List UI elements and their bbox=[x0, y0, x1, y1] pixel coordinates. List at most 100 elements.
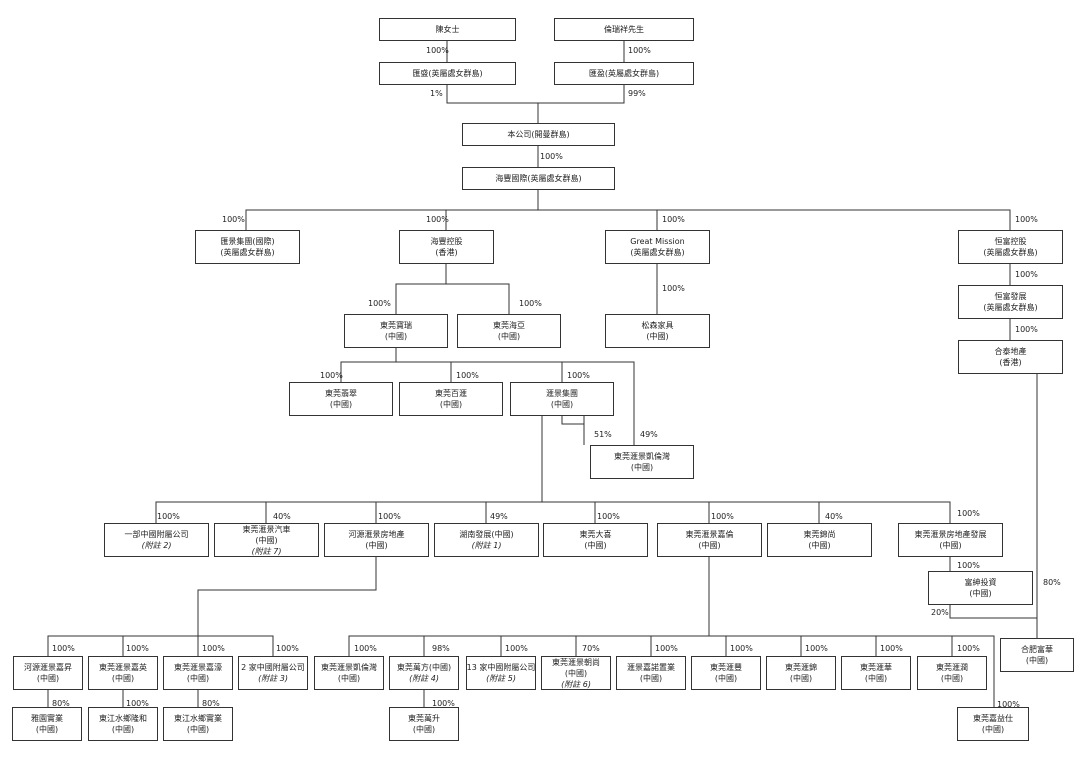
entity-line: (附註 1) bbox=[471, 541, 502, 550]
entity-box-yayuan: 雅園實業(中國) bbox=[12, 707, 82, 741]
entity-box-dg-huirun: 東莞滙潤(中國) bbox=[917, 656, 987, 690]
entity-line: 滙景集團 bbox=[546, 389, 578, 398]
ownership-label: 100% bbox=[880, 644, 903, 653]
entity-line: 東莞滙錦 bbox=[785, 663, 817, 672]
entity-line: 東莞滙景朝尚 bbox=[552, 657, 600, 667]
entity-line: 東莞滙景凱倫灣 bbox=[321, 663, 377, 672]
entity-line: (英屬處女群島) bbox=[983, 303, 1038, 312]
entity-box-dg-jialun: 東莞滙景嘉倫(中國) bbox=[657, 523, 762, 557]
entity-box-dg-huifeng: 東莞滙豐 (中國) bbox=[691, 656, 761, 690]
entity-box-dg-kailunwan2: 東莞滙景凱倫灣(中國) bbox=[314, 656, 384, 690]
ownership-label: 100% bbox=[957, 561, 980, 570]
ownership-label: 100% bbox=[957, 509, 980, 518]
entity-line: (英屬處女群島) bbox=[220, 248, 275, 257]
ownership-label: 100% bbox=[505, 644, 528, 653]
entity-line: 合泰地產 bbox=[994, 347, 1027, 356]
entity-box-heyuan-re: 河源滙景房地產(中國) bbox=[324, 523, 429, 557]
entity-line: (中國) bbox=[186, 674, 210, 683]
ownership-label: 100% bbox=[567, 371, 590, 380]
entity-line: (中國) bbox=[981, 725, 1005, 734]
connector-line bbox=[952, 635, 995, 707]
entity-line: 東莞海亞 bbox=[493, 321, 525, 330]
ownership-label: 100% bbox=[456, 371, 479, 380]
entity-line: (香港) bbox=[999, 358, 1022, 367]
entity-box-dg-baihui: 東莞百滙(中國) bbox=[399, 382, 503, 416]
ownership-label: 100% bbox=[368, 299, 391, 308]
entity-box-huijing-jianuo: 滙景嘉諾置業(中國) bbox=[616, 656, 686, 690]
entity-line: 東莞大喜 bbox=[579, 530, 612, 539]
entity-line: (中國) bbox=[864, 674, 888, 683]
connector-line bbox=[47, 635, 274, 656]
entity-line: 匯景集團(國際) bbox=[220, 237, 275, 246]
entity-box-dg-kailun-wan: 東莞滙景凱倫灣(中國) bbox=[590, 445, 694, 479]
entity-line: 滙景嘉諾置業 bbox=[627, 663, 675, 672]
entity-line: (中國) bbox=[412, 725, 436, 734]
ownership-label: 100% bbox=[628, 46, 651, 55]
entity-line: 13 家中國附屬公司 bbox=[466, 663, 536, 672]
entity-line: 東莞萬升 bbox=[408, 714, 440, 723]
entity-box-huijing-group-intl: 匯景集團(國際) (英屬處女群島) bbox=[195, 230, 300, 264]
entity-line: (中國) bbox=[329, 400, 353, 409]
entity-line: 河源滙景嘉昇 bbox=[24, 663, 72, 672]
entity-line: (中國) bbox=[186, 725, 210, 734]
ownership-label: 80% bbox=[202, 699, 220, 708]
entity-box-hefei: 合肥富華(中國) bbox=[1000, 638, 1074, 672]
entity-line: 東莞萬方(中國) bbox=[396, 663, 452, 672]
entity-box-great-mission: Great Mission(英屬處女群島) bbox=[605, 230, 710, 264]
entity-line: 東莞滙豐 bbox=[710, 663, 742, 672]
ownership-label: 100% bbox=[354, 644, 377, 653]
entity-line: 東江水鄉實業 bbox=[174, 714, 222, 723]
entity-box-dg-jiayishi: 東莞嘉益仕(中國) bbox=[957, 707, 1029, 741]
ownership-label: 100% bbox=[957, 644, 980, 653]
entity-line: (中國) bbox=[564, 668, 588, 678]
entity-line: 富紳投資 bbox=[964, 578, 997, 587]
entity-line: 本公司(開曼群島) bbox=[507, 130, 570, 139]
ownership-label: 100% bbox=[202, 644, 225, 653]
ownership-label: 100% bbox=[597, 512, 620, 521]
entity-line: 倫瑞祥先生 bbox=[604, 25, 644, 34]
ownership-label: 100% bbox=[1015, 215, 1038, 224]
entity-box-songsen: 松森家具 (中國) bbox=[605, 314, 710, 348]
entity-line: (中國) bbox=[497, 332, 521, 341]
entity-box-two-subs: 2 家中國附屬公司(附註 3) bbox=[238, 656, 308, 690]
ownership-label: 100% bbox=[805, 644, 828, 653]
ownership-label: 51% bbox=[594, 430, 612, 439]
ownership-label: 80% bbox=[52, 699, 70, 708]
ownership-label: 98% bbox=[432, 644, 450, 653]
entity-line: 東莞翡翠 bbox=[325, 389, 357, 398]
ownership-label: 100% bbox=[662, 215, 685, 224]
entity-line: 東莞滙景嘉倫 bbox=[685, 530, 734, 539]
entity-box-dg-daxi: 東莞大喜 (中國) bbox=[543, 523, 648, 557]
entity-line: (附註 6) bbox=[561, 679, 591, 689]
ownership-label: 100% bbox=[655, 644, 678, 653]
entity-line: 松森家具 bbox=[641, 321, 674, 330]
entity-line: (中國) bbox=[646, 332, 669, 341]
entity-line: Great Mission bbox=[630, 237, 685, 246]
entity-line: (中國) bbox=[584, 541, 607, 550]
entity-box-huijing-group: 滙景集團(中國) bbox=[510, 382, 614, 416]
ownership-label: 100% bbox=[662, 284, 685, 293]
connector-line bbox=[949, 605, 1037, 619]
ownership-label: 1% bbox=[430, 89, 443, 98]
entity-box-dg-jiaying: 東莞滙景嘉英(中國) bbox=[88, 656, 158, 690]
entity-line: (中國) bbox=[939, 541, 962, 550]
ownership-label: 49% bbox=[490, 512, 508, 521]
entity-box-sub-one: 一部中國附屬公司(附註 2) bbox=[104, 523, 209, 557]
ownership-label: 100% bbox=[1015, 325, 1038, 334]
entity-line: 海豐國際(英屬處女群島) bbox=[495, 174, 582, 183]
entity-box-haifeng-holdings: 海豐控股(香港) bbox=[399, 230, 494, 264]
entity-box-dg-auto: 東莞滙景汽車(中國)(附註 7) bbox=[214, 523, 319, 557]
entity-box-hunan: 湖南發展(中國)(附註 1) bbox=[434, 523, 539, 557]
ownership-label: 100% bbox=[222, 215, 245, 224]
entity-line: (中國) bbox=[630, 463, 654, 472]
entity-line: (中國) bbox=[714, 674, 738, 683]
entity-line: 2 家中國附屬公司 bbox=[241, 663, 305, 672]
entity-line: (中國) bbox=[969, 589, 992, 598]
entity-line: 雅園實業 bbox=[31, 714, 63, 723]
entity-box-huisheng: 匯盛(英屬處女群島) bbox=[379, 62, 516, 85]
entity-box-dg-huijing: 東莞滙錦(中國) bbox=[766, 656, 836, 690]
entity-box-lun: 倫瑞祥先生 bbox=[554, 18, 694, 41]
connector-line bbox=[561, 416, 584, 425]
